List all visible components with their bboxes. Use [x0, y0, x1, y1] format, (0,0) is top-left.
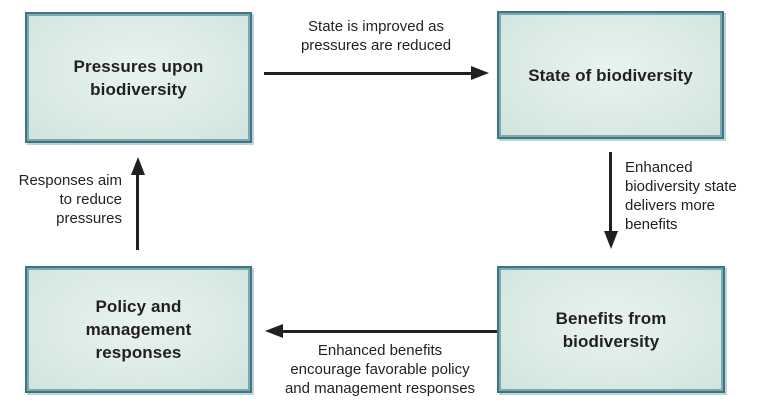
- box-policy-label: Policy and management responses: [85, 297, 192, 362]
- box-policy-management-responses: Policy and management responses: [25, 266, 252, 393]
- arrow-label-policy-to-pressures: Responses aim to reduce pressures: [18, 172, 122, 227]
- box-benefits-label: Benefits from biodiversity: [555, 308, 667, 351]
- box-pressures-upon-biodiversity: Pressures upon biodiversity: [25, 12, 252, 143]
- arrow-label-pressures-to-state: State is improved as pressures are reduc…: [300, 18, 452, 54]
- box-benefits-from-biodiversity: Benefits from biodiversity: [497, 266, 725, 393]
- box-state-label: State of biodiversity: [528, 65, 693, 85]
- arrowhead-right-icon: [471, 66, 489, 80]
- arrowhead-down-icon: [604, 231, 618, 249]
- arrowhead-left-icon: [265, 324, 283, 338]
- box-pressures-label: Pressures upon biodiversity: [73, 56, 204, 99]
- arrow-label-state-to-benefits: Enhanced biodiversity state delivers mor…: [625, 159, 737, 233]
- arrowhead-up-icon: [131, 157, 145, 175]
- arrow-shaft: [136, 173, 139, 250]
- arrow-label-benefits-to-policy: Enhanced benefits encourage favorable po…: [284, 342, 476, 397]
- arrow-shaft: [609, 152, 612, 232]
- arrow-shaft: [264, 72, 473, 75]
- arrow-shaft: [281, 330, 497, 333]
- box-state-of-biodiversity: State of biodiversity: [497, 11, 724, 139]
